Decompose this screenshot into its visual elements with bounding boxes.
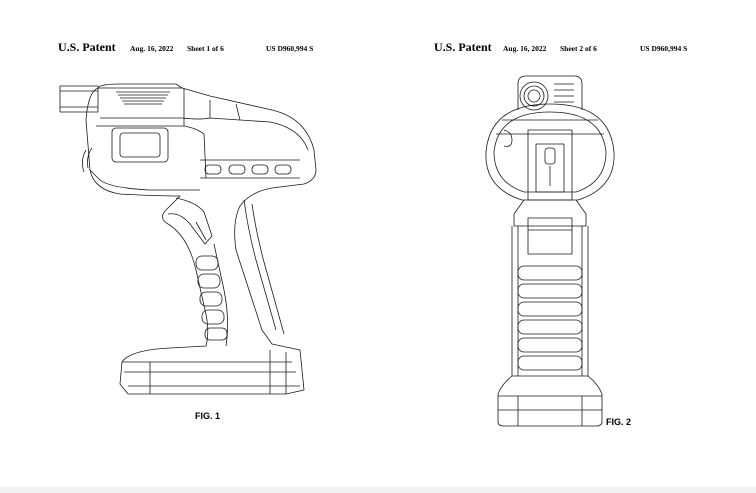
tool-side-view-icon — [0, 0, 378, 493]
patent-label: U.S. Patent — [58, 40, 116, 54]
figure-label: FIG. 1 — [195, 411, 221, 421]
figure-label: FIG. 2 — [606, 417, 632, 427]
page-bottom-edge — [0, 487, 756, 493]
patent-number: US D960,994 S — [266, 44, 314, 53]
patent-date: Aug. 16, 2022 — [130, 44, 174, 53]
patent-number: US D960,994 S — [640, 44, 688, 53]
sheet-number: Sheet 1 of 6 — [187, 44, 224, 53]
sheet-number: Sheet 2 of 6 — [560, 44, 597, 53]
patent-sheet-1: U.S. Patent Aug. 16, 2022 Sheet 1 of 6 U… — [0, 0, 378, 493]
patent-date: Aug. 16, 2022 — [503, 44, 547, 53]
patent-label: U.S. Patent — [434, 40, 492, 54]
tool-rear-view-icon — [378, 0, 756, 493]
patent-sheet-2: U.S. Patent Aug. 16, 2022 Sheet 2 of 6 U… — [378, 0, 756, 493]
